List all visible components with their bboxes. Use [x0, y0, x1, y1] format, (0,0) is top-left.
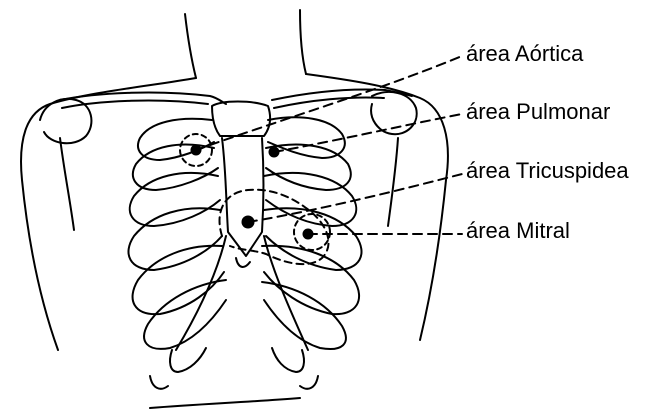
- rib-left-4: [128, 208, 222, 270]
- rib-right-8: [300, 376, 318, 389]
- neck-right-outline: [300, 10, 306, 74]
- label-pulmonary-area: área Pulmonar: [466, 101, 610, 123]
- torso-bottom-outline: [150, 398, 300, 408]
- pulmonary-point-dot: [269, 147, 280, 158]
- clavicle-right-inner: [274, 97, 384, 108]
- rib-left-7: [170, 348, 206, 372]
- rib-left-3: [130, 173, 220, 226]
- xiphoid: [236, 258, 250, 267]
- mitral-point-dot: [303, 229, 314, 240]
- torso-left-outline: [21, 78, 196, 350]
- rib-left-6: [144, 280, 226, 349]
- arm-left-line: [60, 138, 74, 230]
- rib-right-5: [262, 246, 359, 314]
- heart-outline: [220, 190, 329, 264]
- label-mitral-area: área Mitral: [466, 220, 570, 242]
- arm-right-line: [388, 138, 398, 226]
- rib-left-8: [150, 376, 168, 389]
- label-tricuspid-area: área Tricuspidea: [466, 160, 629, 182]
- leader-pulmonary: [274, 114, 462, 152]
- rib-left-1: [138, 119, 214, 160]
- aortic-point-dot: [191, 145, 202, 156]
- rib-right-7: [272, 348, 304, 372]
- rib-left-5: [133, 246, 224, 314]
- rib-left-2: [133, 145, 218, 190]
- neck-left-outline: [185, 14, 196, 78]
- tricuspid-point-dot: [242, 216, 255, 229]
- shoulder-left: [40, 99, 91, 143]
- label-aortic-area: área Aórtica: [466, 43, 583, 65]
- sternum-manubrium: [212, 102, 270, 137]
- rib-right-3: [264, 173, 356, 226]
- rib-right-4: [264, 208, 362, 270]
